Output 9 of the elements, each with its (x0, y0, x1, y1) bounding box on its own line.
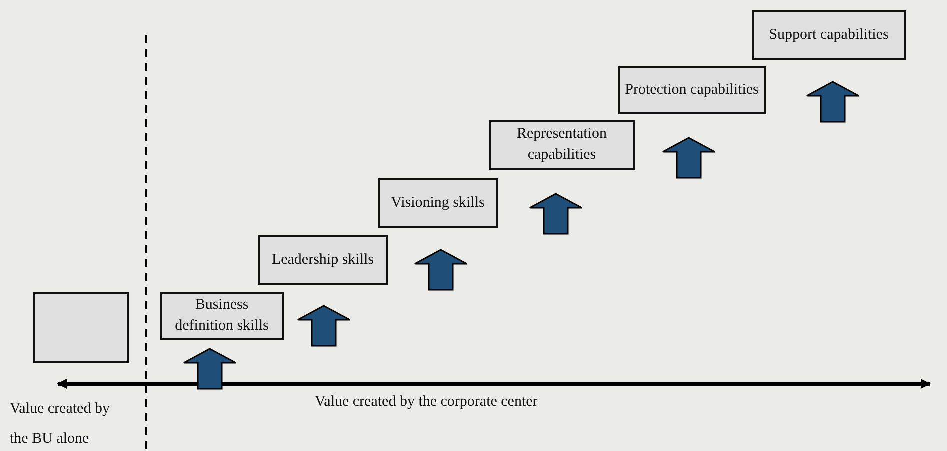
axis-label: Value created by the BU alone (10, 400, 111, 449)
step-box: Visioning skills (378, 178, 498, 228)
empty-box (33, 292, 129, 363)
step-box: Support capabilities (752, 10, 906, 60)
step-box: Protection capabilities (618, 66, 766, 114)
step-box: Business definition skills (160, 292, 284, 340)
axis-label: Value created by the corporate center (315, 394, 539, 411)
step-box: Representation capabilities (489, 120, 635, 170)
step-box: Leadership skills (258, 235, 388, 285)
